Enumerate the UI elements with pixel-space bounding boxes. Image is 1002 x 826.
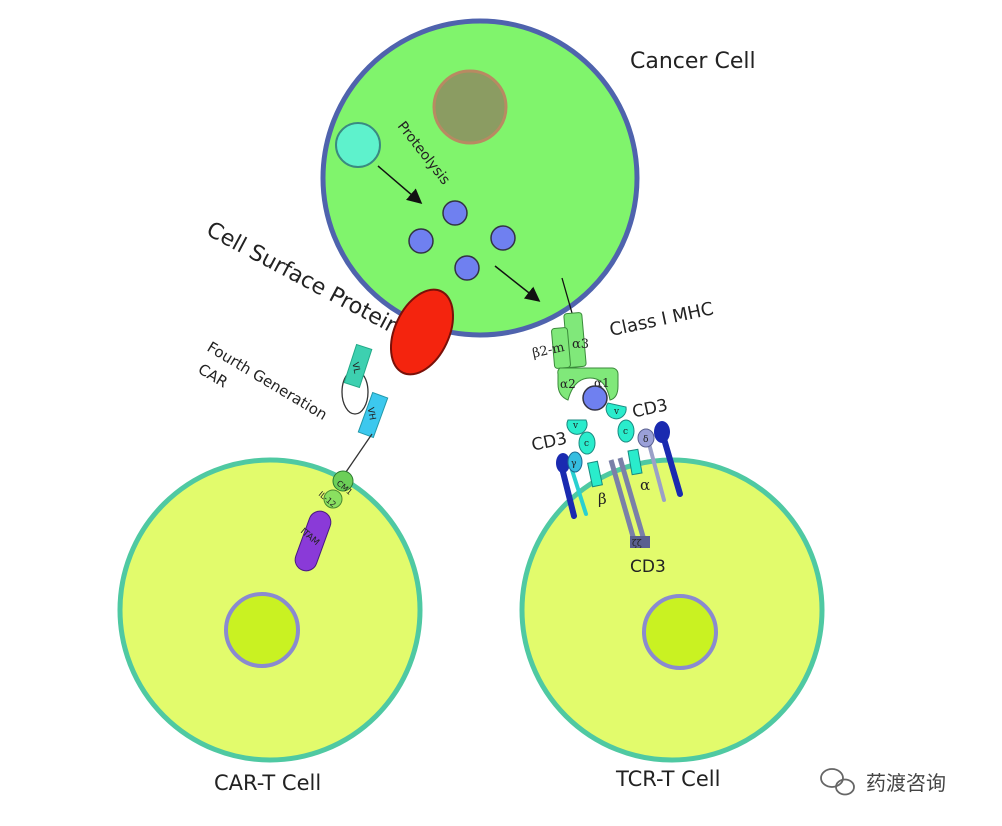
tcr-beta-constant (578, 431, 596, 455)
peptide (408, 228, 434, 254)
watermark: 药渡咨询 (820, 768, 946, 796)
svg-text:β: β (598, 490, 607, 508)
vl-domain: VL (343, 343, 373, 389)
svg-text:v: v (572, 421, 579, 431)
tcr-t-cell-label: TCR-T Cell (615, 767, 720, 791)
cancer-nucleus (432, 69, 508, 145)
cd3-delta (637, 428, 655, 448)
peptide (490, 225, 516, 251)
tcr-t-cell (519, 457, 825, 763)
tcr-beta-variable (566, 419, 588, 435)
svg-text:ζζ: ζζ (632, 539, 642, 549)
presented-peptide (582, 385, 608, 411)
wechat-icon (820, 768, 855, 796)
svg-text:VH: VH (365, 407, 377, 421)
cd3-epsilon (654, 421, 670, 443)
tcr-t-nucleus (642, 594, 718, 670)
car-t-cell (117, 457, 423, 763)
car-t-nucleus (224, 592, 300, 668)
svg-text:c: c (623, 427, 628, 437)
svg-text:γ: γ (571, 459, 576, 469)
cancer-cell: Proteolysis (320, 18, 640, 338)
car-receptor: VL VH CM1 IL-12 ITAM (294, 288, 454, 572)
svg-text:α3: α3 (572, 337, 589, 352)
svg-text:VL: VL (349, 361, 361, 374)
zeta-chain (630, 536, 650, 548)
class-i-mhc-label: Class I MHC (608, 298, 716, 341)
svg-text:v: v (613, 407, 620, 417)
arrow (494, 265, 541, 302)
il12-domain (323, 489, 343, 509)
svg-text:α: α (640, 476, 650, 494)
tcr-alpha-variable (605, 402, 627, 420)
svg-text:β2-m: β2-m (531, 340, 566, 361)
cd3-label-bottom: CD3 (630, 557, 666, 577)
svg-text:δ: δ (643, 435, 648, 445)
cancer-cell-label: Cancer Cell (630, 49, 756, 74)
svg-text:c: c (584, 439, 589, 449)
peptide-groove (557, 367, 619, 401)
protein-source (335, 122, 381, 168)
svg-text:α2: α2 (560, 377, 576, 391)
cell-surface-protein (390, 288, 454, 376)
tcr-beta-tm (587, 460, 603, 488)
tcr-alpha-constant (617, 419, 635, 443)
cd3-label-right: CD3 (631, 395, 670, 422)
cd3-gamma (567, 451, 583, 473)
cd3-epsilon (556, 453, 570, 473)
watermark-text: 药渡咨询 (866, 771, 946, 795)
car-t-cell-label: CAR-T Cell (214, 771, 321, 795)
cm1-domain (332, 470, 354, 492)
tcr-alpha-tm (627, 448, 643, 476)
class-i-mhc: β2-m α3 α2 α1 (531, 277, 619, 411)
arrow (377, 165, 423, 204)
cd3-label-left: CD3 (530, 429, 569, 456)
peptide (454, 255, 480, 281)
vh-domain: VH (357, 391, 389, 439)
tcr-complex: ζζ γ v c β v c α δ (556, 402, 683, 549)
peptide (442, 200, 468, 226)
itam-domain (294, 510, 332, 572)
